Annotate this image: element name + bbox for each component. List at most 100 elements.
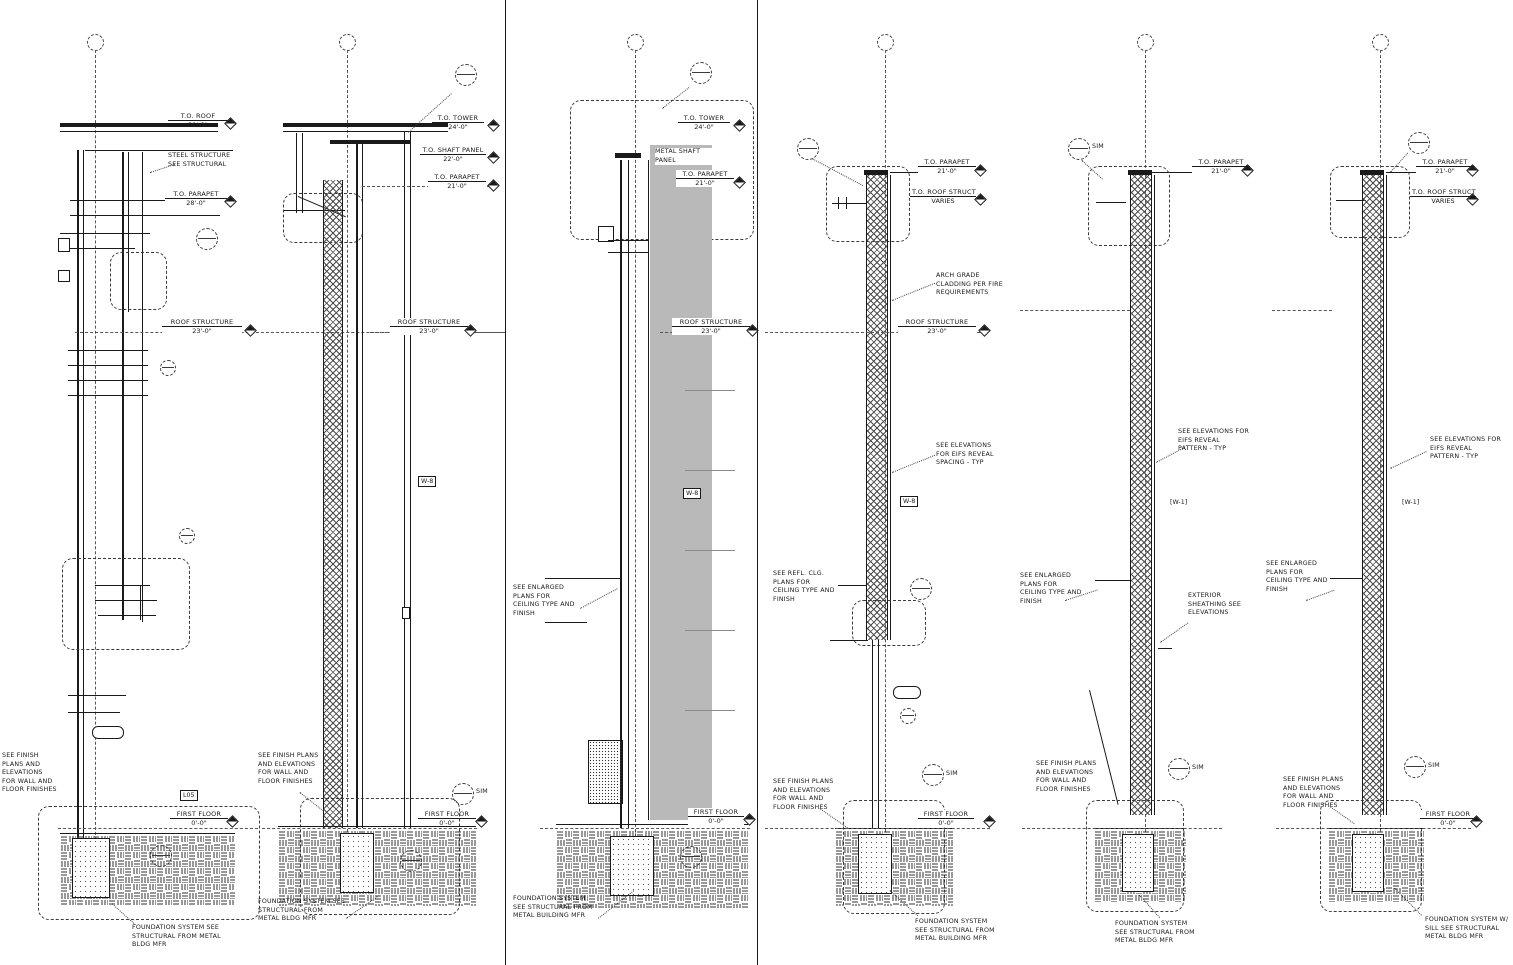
level-marker: T.O. PARAPET 21'-0" <box>918 158 976 176</box>
level-elevation: 0'-0" <box>1440 819 1456 828</box>
girt-clip <box>846 197 847 209</box>
steel-structure-note: STEEL STRUCTURE SEE STRUCTURAL <box>168 152 231 168</box>
roof-slab-line <box>60 123 218 127</box>
leader-line <box>1156 446 1185 463</box>
steel-line <box>140 585 141 620</box>
foundation-note: FOUNDATION SYSTEM SEE STRUCTURAL FROM ME… <box>915 918 995 942</box>
wall-line <box>77 150 79 838</box>
leader-line <box>892 454 936 473</box>
level-elevation: 0'-0" <box>708 817 724 826</box>
level-name: T.O. ROOF STRUCT <box>910 188 976 198</box>
detail-callout-icon <box>900 708 916 724</box>
level-line <box>262 828 477 829</box>
level-name: FIRST FLOOR <box>418 810 476 820</box>
foundation-pier <box>858 834 892 894</box>
wall-cap <box>864 170 888 175</box>
level-marker: ROOF STRUCTURE 23'-0" <box>162 318 242 336</box>
girt-line <box>68 712 120 713</box>
grade-line <box>556 824 748 825</box>
level-marker: T.O. SHAFT PANEL 22'-0" <box>420 146 486 163</box>
detail-callout-icon <box>1408 132 1430 154</box>
framing-line <box>60 248 135 249</box>
detail-callout-icon <box>1404 756 1426 778</box>
wall-cap <box>615 153 641 158</box>
level-marker: T.O. TOWER 24'-0" <box>432 114 484 131</box>
framing-line <box>283 210 345 211</box>
wall-cap <box>1128 170 1152 175</box>
ceiling-note: SEE ENLARGED PLANS FOR CEILING TYPE AND … <box>1020 572 1082 605</box>
steel-line <box>98 615 156 616</box>
level-elevation: 31'-0" <box>188 121 208 130</box>
detail-callout-icon <box>455 64 477 86</box>
leader-line <box>1390 451 1427 469</box>
detail-callout-icon <box>680 846 702 868</box>
level-elevation: 21'-0" <box>937 167 957 176</box>
level-line <box>362 186 490 187</box>
wall-cap <box>1360 170 1384 175</box>
foundation-note: FOUNDATION SYSTEM SEE STRUCTURAL FROM ME… <box>258 898 346 922</box>
level-name: T.O. TOWER <box>678 114 730 124</box>
elevation-target-icon <box>974 164 987 177</box>
level-line <box>765 332 980 333</box>
ceiling-line <box>545 578 620 579</box>
roof-slab-line <box>283 123 448 127</box>
level-elevation: 23'-0" <box>419 327 439 336</box>
level-marker: ROOF STRUCTURE 23'-0" <box>898 318 976 336</box>
level-elevation: 23'-0" <box>927 327 947 336</box>
level-elevation: 28'-0" <box>186 199 206 208</box>
level-line <box>75 332 505 333</box>
detail-boundary <box>1088 166 1170 246</box>
level-elevation: 22'-0" <box>443 155 463 164</box>
ceiling-line <box>830 640 868 641</box>
girt-line <box>68 350 148 351</box>
detail-callout-icon <box>797 138 819 160</box>
clip-angle <box>402 607 410 619</box>
framing-line <box>608 240 648 241</box>
level-name: ROOF STRUCTURE <box>390 318 468 328</box>
detail-callout-icon <box>179 528 195 544</box>
finish-note: SEE FINISH PLANS AND ELEVATIONS FOR WALL… <box>1283 776 1344 809</box>
level-elevation: 0'-0" <box>439 819 455 828</box>
foundation-note: FOUNDATION SYSTEM SEE STRUCTURAL FROM ME… <box>513 895 593 919</box>
grid-bubble-icon <box>627 34 644 51</box>
level-marker: ROOF STRUCTURE 23'-0" <box>390 318 468 336</box>
sim-label: SIM <box>476 788 488 795</box>
roof-line <box>283 131 448 132</box>
level-marker: ROOF STRUCTURE 23'-0" <box>672 318 750 336</box>
keynote-pill <box>92 726 124 739</box>
detail-boundary <box>62 558 190 650</box>
detail-boundary <box>38 806 260 920</box>
wall-line <box>872 640 873 828</box>
level-elevation: 21'-0" <box>1211 167 1231 176</box>
wall-line <box>878 640 879 828</box>
finish-note: SEE FINISH PLANS AND ELEVATIONS FOR WALL… <box>1036 760 1097 793</box>
eifs-note: SEE ELEVATIONS FOR EIFS REVEAL PATTERN -… <box>1178 428 1250 452</box>
level-name: FIRST FLOOR <box>918 810 974 820</box>
foundation-pier <box>72 838 110 898</box>
roof-line <box>60 131 218 132</box>
grade-line <box>60 833 235 834</box>
level-line <box>1272 310 1332 311</box>
clip-angle <box>58 238 70 252</box>
clip-angle <box>598 226 614 242</box>
level-name: T.O. ROOF <box>168 112 228 122</box>
level-elevation: 0'-0" <box>191 819 207 828</box>
level-marker: T.O. PARAPET 21'-0" <box>1416 158 1474 176</box>
level-elevation: 21'-0" <box>1435 167 1455 176</box>
level-line <box>1020 310 1130 311</box>
framing-line <box>70 215 220 216</box>
leader-line <box>892 282 936 301</box>
level-elevation: 23'-0" <box>701 327 721 336</box>
level-name: T.O. TOWER <box>432 114 484 124</box>
detail-callout-icon <box>452 783 474 805</box>
beam-flange-line <box>330 140 410 144</box>
level-marker: T.O. TOWER 24'-0" <box>678 114 730 131</box>
wall-batt-hatch <box>323 180 343 828</box>
framing-line <box>60 233 150 234</box>
detail-boundary <box>110 252 167 310</box>
level-name: T.O. PARAPET <box>428 173 486 183</box>
grid-bubble-icon <box>1137 34 1154 51</box>
finish-note: SEE FINISH PLANS AND ELEVATIONS FOR WALL… <box>258 752 319 785</box>
foundation-pier <box>1352 834 1384 892</box>
wall-face-line <box>410 131 411 828</box>
